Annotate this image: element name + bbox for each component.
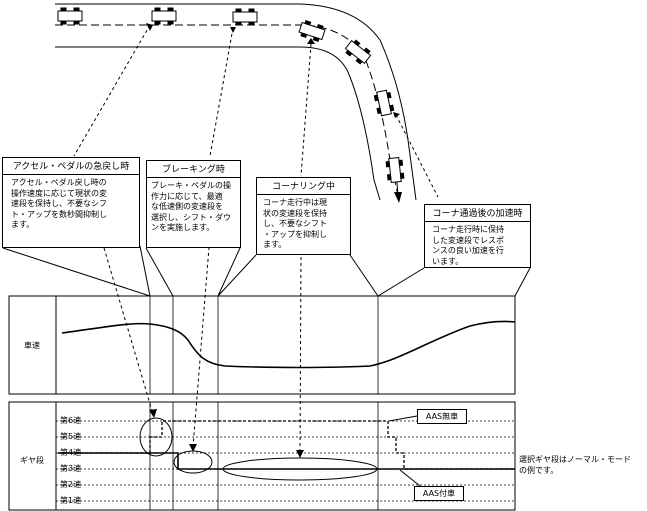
gear-axis-label: ギヤ段 (20, 456, 44, 465)
chart-frame (8, 295, 516, 511)
callout-accel-release: アクセル・ペダルの急戻し時 アクセル・ペダル戻し時の 操作速度に応じて現状の変 … (2, 157, 140, 248)
speed-axis-label: 車速 (24, 341, 40, 350)
callout-body: ブレーキ・ペダルの操 作力に応じて、最適 な低速側の変速段を 選択し、シフト・ダ… (147, 178, 240, 236)
car-icon (373, 89, 395, 117)
callout-body: コーナ走行中は現 状の変速段を保持 し、不要なシフト ・アップを抑制し ます。 (257, 195, 350, 253)
callout-title: コーナリング中 (257, 178, 350, 195)
speed-panel (8, 295, 516, 395)
road-edge-outer (55, 3, 417, 201)
callout-body: コーナ走行時に保持 した変速段でレスポ ンスの良い加速を行 います。 (425, 222, 530, 269)
callout-post-corner-accel: コーナ通過後の加速時 コーナ走行時に保持 した変速段でレスポ ンスの良い加速を行… (424, 204, 531, 268)
car-icon (232, 8, 258, 26)
funnel-lines (2, 245, 531, 297)
legend-leaders (388, 415, 421, 487)
callout-title: アクセル・ペダルの急戻し時 (3, 158, 139, 175)
phase-boundaries (149, 296, 379, 510)
road-edge-inner (55, 46, 381, 201)
callout-line: ト・アップを数秒間抑制し (11, 209, 107, 219)
callout-title: ブレーキング時 (147, 161, 240, 178)
gear-tick-label: 第6速 (60, 416, 82, 425)
callout-line: 作力に応じて、最適 (151, 191, 223, 201)
callout-line: 速段を保持し、不要なシフ (11, 199, 107, 209)
gear-tick-label: 第2速 (60, 480, 82, 489)
callout-line: アクセル・ペダル戻し時の (11, 178, 107, 187)
callout-line: ます。 (11, 220, 35, 230)
callout-line: 選択し、シフト・ダウ (151, 212, 231, 222)
gear-tick-label: 第3速 (60, 464, 82, 473)
cars (57, 7, 405, 184)
car-icon (151, 7, 177, 25)
callout-line: コーナ走行中は現 (263, 198, 327, 207)
callout-braking: ブレーキング時 ブレーキ・ペダルの操 作力に応じて、最適 な低速側の変速段を 選… (146, 160, 241, 248)
chart-pointers (103, 234, 302, 455)
gear-tick-label: 第5速 (60, 432, 82, 441)
legend-aas-off: AAS無車 (417, 409, 467, 424)
callout-line: ブレーキ・ペダルの操 (151, 181, 231, 190)
car-icon (57, 7, 83, 25)
callout-line: 状の変速段を保持 (263, 208, 327, 218)
car-icon (298, 19, 326, 43)
speed-curve (61, 320, 516, 369)
car-icon (344, 39, 372, 65)
callout-line: ンを実施します。 (151, 223, 215, 233)
note-line: 選択ギヤ段はノーマル・モード (519, 455, 631, 464)
callout-line: ます。 (263, 240, 287, 250)
callout-cornering: コーナリング中 コーナ走行中は現 状の変速段を保持 し、不要なシフト ・アップを… (256, 177, 351, 255)
gear-panel (8, 401, 516, 511)
gear-path-aas-off (60, 420, 515, 470)
car-icon (385, 156, 405, 184)
gear-tick-label: 第1速 (60, 496, 82, 505)
callout-title: コーナ通過後の加速時 (425, 205, 530, 222)
callout-line: な低速側の変速段を (151, 202, 223, 212)
callout-body: アクセル・ペダル戻し時の 操作速度に応じて現状の変 速段を保持し、不要なシフ ト… (3, 175, 139, 233)
chart-pointer-heads (149, 409, 304, 458)
legend-aas-on: AAS付車 (414, 486, 464, 501)
gear-tick-label: 第4速 (60, 448, 82, 457)
callout-line: ンスの良い加速を行 (432, 246, 504, 256)
callout-line: 操作速度に応じて現状の変 (11, 188, 107, 198)
callout-line: し、不要なシフト (263, 219, 327, 229)
callout-line: ・アップを抑制し (263, 229, 327, 239)
note-line: の例です。 (519, 466, 559, 475)
car-pointers (73, 24, 439, 198)
highlight-ellipses (139, 417, 378, 481)
callout-line: います。 (432, 256, 464, 266)
callout-line: した変速段でレスポ (432, 235, 504, 245)
callout-line: コーナ走行時に保持 (432, 225, 504, 234)
car-pointer-heads (146, 23, 400, 118)
gear-path-aas-on (58, 452, 515, 470)
